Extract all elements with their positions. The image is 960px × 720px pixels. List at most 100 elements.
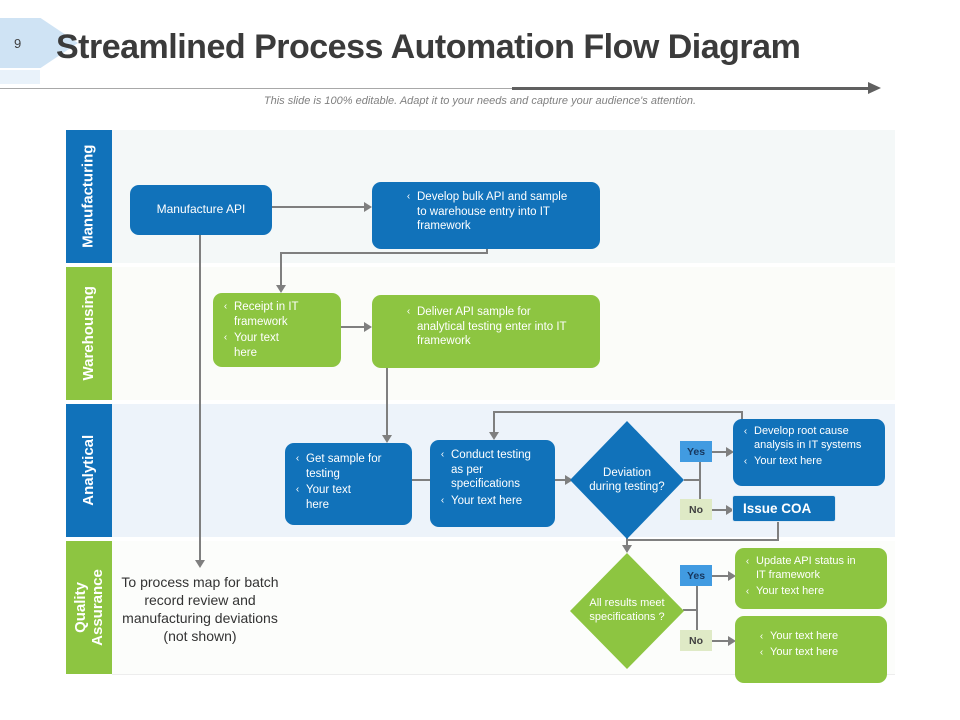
arrowhead-icon [382, 435, 392, 443]
connector [386, 359, 388, 436]
bullet-icon: ‹ [745, 585, 750, 597]
lane-label: Warehousing [79, 286, 97, 381]
bullet-icon: ‹ [440, 494, 445, 506]
lane-band-manufacturing[interactable]: Manufacturing [66, 130, 112, 263]
node-deliver-api-sample[interactable]: ‹ Deliver API sample for analytical test… [372, 295, 600, 368]
arrowhead-icon [728, 636, 736, 646]
node-label: Develop root cause analysis in IT system… [754, 425, 862, 451]
node-develop-bulk-api[interactable]: ‹ Develop bulk API and sample to warehou… [372, 182, 600, 249]
arrowhead-icon [728, 571, 736, 581]
node-update-api-status[interactable]: ‹ Update API status in IT framework ‹ Yo… [735, 548, 887, 609]
connector [626, 537, 628, 546]
connector [493, 411, 495, 433]
lane-band-analytical[interactable]: Analytical [66, 404, 112, 537]
node-issue-coa[interactable]: Issue COA [733, 496, 835, 521]
node-get-sample[interactable]: ‹ Get sample for testing ‹ Your text her… [285, 443, 412, 525]
node-label: Get sample for testing [306, 453, 382, 480]
branch-no-badge[interactable]: No [680, 499, 712, 520]
bullet-icon: ‹ [406, 306, 411, 317]
arrowhead-icon [364, 322, 372, 332]
node-label: Your text here [770, 645, 839, 658]
badge-fold-decoration [0, 70, 40, 84]
lane-label: Manufacturing [79, 144, 97, 249]
branch-label: No [689, 503, 703, 516]
connector [493, 411, 743, 413]
node-placeholder-text[interactable]: ‹ Your text here ‹ Your text here [735, 616, 887, 683]
bullet-icon: ‹ [759, 631, 764, 642]
node-label: Your text here [756, 584, 825, 597]
bullet-icon: ‹ [406, 191, 411, 202]
branch-yes-badge[interactable]: Yes [680, 441, 712, 462]
connector [684, 479, 700, 481]
node-label: Your text here [770, 630, 839, 642]
note-text: To process map for batch record review a… [121, 574, 279, 644]
node-receipt-it-framework[interactable]: ‹ Receipt in IT framework ‹ Your text he… [213, 293, 341, 367]
arrowhead-icon [364, 202, 372, 212]
connector [696, 586, 698, 631]
bullet-icon: ‹ [295, 484, 300, 496]
bullet-icon: ‹ [440, 449, 445, 460]
connector [280, 252, 282, 285]
branch-yes-badge[interactable]: Yes [680, 565, 712, 586]
arrowhead-icon [726, 447, 734, 457]
bullet-icon: ‹ [745, 556, 750, 567]
connector [741, 412, 743, 420]
lane-label: Quality Assurance [71, 569, 106, 646]
node-label: Your text here [306, 484, 351, 511]
bullet-icon: ‹ [295, 453, 300, 464]
qa-process-map-note: To process map for batch record review a… [112, 574, 288, 646]
connector [777, 521, 779, 541]
bullet-icon: ‹ [223, 301, 228, 312]
node-label: Conduct testing as per specifications [451, 449, 531, 491]
bullet-icon: ‹ [759, 646, 764, 658]
node-label: Update API status in IT framework [756, 555, 856, 581]
connector [712, 575, 730, 577]
title-divider-accent [512, 87, 870, 90]
node-manufacture-api[interactable]: Manufacture API [130, 185, 272, 235]
title-divider-line [0, 88, 872, 89]
arrowhead-icon [622, 545, 632, 553]
bullet-icon: ‹ [223, 332, 228, 344]
branch-label: No [689, 634, 703, 647]
arrowhead-icon [726, 505, 734, 515]
arrowhead-icon [276, 285, 286, 293]
node-label: Your text here [451, 494, 523, 507]
bullet-icon: ‹ [743, 426, 748, 437]
connector [683, 609, 697, 611]
connector [627, 539, 779, 541]
node-label: Manufacture API [156, 202, 246, 217]
decision-label: All results meet specifications ? [589, 597, 665, 623]
slide-number: 9 [14, 35, 22, 51]
connector [412, 479, 430, 481]
connector [281, 252, 488, 254]
connector [699, 462, 701, 500]
arrowhead-icon [489, 432, 499, 440]
lane-band-warehousing[interactable]: Warehousing [66, 267, 112, 400]
connector [555, 479, 567, 481]
branch-label: Yes [686, 569, 706, 582]
node-label: Deliver API sample for analytical testin… [417, 306, 567, 348]
editable-note: This slide is 100% editable. Adapt it to… [263, 95, 697, 107]
decision-label: Deviation during testing? [589, 466, 665, 493]
lane-band-quality-assurance[interactable]: Quality Assurance [66, 541, 112, 674]
arrowhead-icon [195, 560, 205, 568]
node-conduct-testing[interactable]: ‹ Conduct testing as per specifications … [430, 440, 555, 527]
page-title: Streamlined Process Automation Flow Diag… [56, 28, 801, 66]
connector [199, 235, 201, 561]
connector [341, 326, 365, 328]
connector [712, 451, 728, 453]
connector [712, 509, 728, 511]
divider-arrow-icon [868, 82, 881, 94]
node-label: Develop bulk API and sample to warehouse… [417, 191, 568, 233]
lane-label: Analytical [79, 435, 97, 506]
arrowhead-icon [565, 475, 573, 485]
connector [712, 640, 730, 642]
node-develop-root-cause[interactable]: ‹ Develop root cause analysis in IT syst… [733, 419, 885, 486]
branch-label: Yes [686, 445, 706, 458]
node-label: Your text here [234, 332, 279, 359]
branch-no-badge[interactable]: No [680, 630, 712, 651]
node-label: Issue COA [743, 501, 812, 516]
node-label: Your text here [754, 454, 823, 467]
bullet-icon: ‹ [743, 455, 748, 467]
